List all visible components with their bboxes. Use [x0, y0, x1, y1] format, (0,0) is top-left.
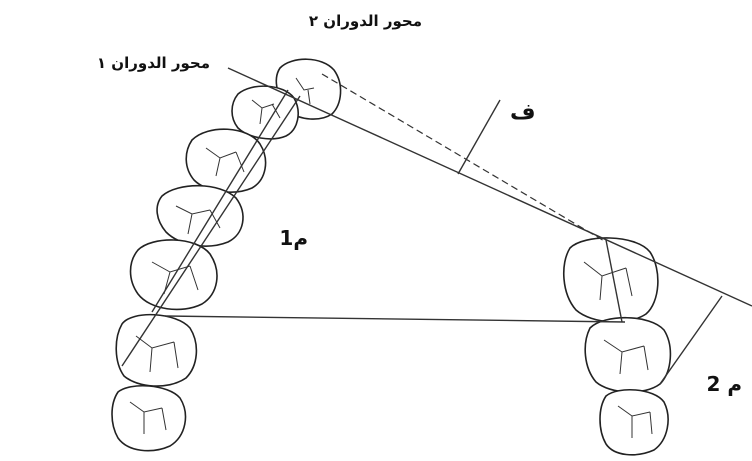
tooth-left-5	[129, 239, 218, 311]
tooth-left-7	[111, 384, 187, 452]
reference-lines	[121, 67, 752, 385]
tooth-left-3	[185, 128, 267, 193]
left-long-line	[121, 95, 301, 367]
rotation-axis-2-label: محور الدوران ٢	[308, 12, 422, 30]
tooth-right-1	[562, 237, 659, 323]
tooth-left-4	[156, 184, 244, 247]
left-fissures	[129, 77, 315, 434]
horizontal-line	[164, 315, 626, 323]
m2-tick-line	[659, 295, 723, 385]
right-vertical-line	[605, 239, 623, 323]
q-tick-line	[457, 99, 501, 175]
m1-label: م1	[279, 226, 308, 250]
m2-label: م 2	[706, 372, 742, 396]
right-teeth-row	[562, 237, 672, 456]
axis-line-1	[227, 67, 752, 307]
tooth-left-2	[231, 85, 299, 140]
axis-line-2-dashed	[321, 73, 607, 243]
tooth-right-2	[584, 316, 672, 393]
q-label: ف	[510, 100, 536, 125]
tooth-right-3	[599, 388, 669, 456]
tooth-left-6	[115, 313, 198, 387]
right-fissures	[583, 261, 653, 438]
left-short-line	[151, 89, 289, 313]
left-teeth-row	[111, 58, 342, 452]
rotation-axis-1-label: محور الدوران ١	[96, 54, 210, 72]
